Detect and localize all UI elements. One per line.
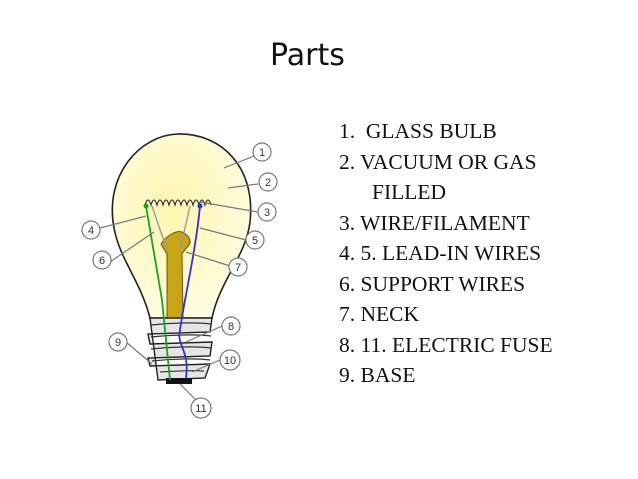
part-item-8-11: 8. 11. ELECTRIC FUSE <box>339 332 553 357</box>
support-wire-left <box>151 205 168 251</box>
part-item-9: 9. BASE <box>339 363 416 387</box>
part-item-2-continued: FILLED <box>372 180 447 204</box>
svg-text:5: 5 <box>252 235 258 247</box>
svg-text:1: 1 <box>259 147 265 159</box>
callout-3: 3 <box>257 202 277 222</box>
part-item-3: 3. WIRE/FILAMENT <box>339 210 530 235</box>
lead-in-wire-blue <box>178 205 201 379</box>
callout-11: 11 <box>190 397 212 419</box>
callout-6: 6 <box>92 250 112 270</box>
part-item-7: 7. NECK <box>339 302 420 326</box>
svg-text:4: 4 <box>88 225 94 237</box>
screw-base <box>147 317 213 384</box>
lead-in-wire-green <box>145 205 171 381</box>
callout-leaders <box>99 155 259 401</box>
neck-stem <box>160 231 191 319</box>
svg-text:6: 6 <box>99 255 105 267</box>
svg-text:7: 7 <box>235 262 241 274</box>
svg-text:9: 9 <box>115 337 121 349</box>
svg-text:8: 8 <box>228 321 234 333</box>
callout-5: 5 <box>245 230 265 250</box>
part-item-1: 1. GLASS BULB <box>339 119 497 143</box>
svg-text:10: 10 <box>224 355 236 367</box>
filament-coil <box>144 199 212 208</box>
callout-4: 4 <box>81 220 101 240</box>
glass-bulb-shape <box>111 133 252 319</box>
parts-list: 1. GLASS BULB 2. VACUUM OR GAS FILLED 3.… <box>339 116 553 391</box>
callout-8: 8 <box>221 316 241 336</box>
part-item-2: 2. VACUUM OR GAS <box>339 149 537 174</box>
callout-10: 10 <box>219 349 241 371</box>
part-item-6: 6. SUPPORT WIRES <box>339 271 526 296</box>
callout-2: 2 <box>258 172 278 192</box>
callout-9: 9 <box>108 332 128 352</box>
slide-title: Parts <box>270 38 345 73</box>
callout-7: 7 <box>228 257 248 277</box>
part-item-4-5: 4. 5. LEAD-IN WIRES <box>339 241 542 265</box>
svg-text:2: 2 <box>265 177 271 189</box>
svg-text:3: 3 <box>264 207 270 219</box>
callout-1: 1 <box>252 142 272 162</box>
svg-text:11: 11 <box>195 403 206 415</box>
support-wire-right <box>179 205 191 251</box>
